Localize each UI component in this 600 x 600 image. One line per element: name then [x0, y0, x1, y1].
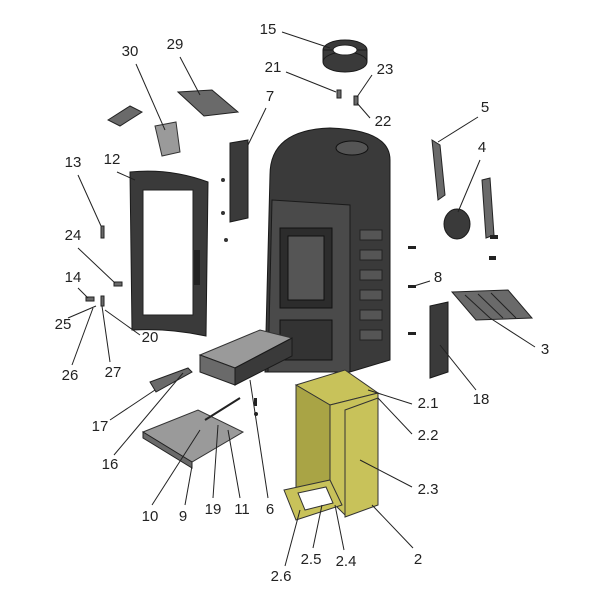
label-20: 20 — [142, 329, 159, 346]
label-2-6: 2.6 — [271, 568, 292, 585]
label-2-1: 2.1 — [418, 395, 439, 412]
part-13-pin — [100, 225, 105, 239]
part-24-pin — [113, 281, 123, 287]
label-13: 13 — [65, 154, 82, 171]
label-15: 15 — [260, 21, 277, 38]
label-29: 29 — [167, 36, 184, 53]
label-7: 7 — [266, 88, 274, 105]
label-21: 21 — [265, 59, 282, 76]
label-2: 2 — [414, 551, 422, 568]
part-30a-bracket — [106, 105, 144, 127]
part-5-strip — [431, 139, 446, 201]
label-9: 9 — [179, 508, 187, 525]
part-22-screw — [353, 95, 359, 106]
part-18-side-plate — [429, 301, 449, 379]
part-10-base-plate — [141, 397, 245, 469]
label-2-4: 2.4 — [336, 553, 357, 570]
label-4: 4 — [478, 139, 486, 156]
label-17: 17 — [92, 418, 109, 435]
part-30-baffle — [154, 121, 181, 157]
part-29-plate — [176, 89, 240, 117]
label-18: 18 — [473, 391, 490, 408]
part-3-grate — [450, 289, 534, 321]
part-7-side-plate — [229, 139, 249, 223]
part-2-side-panel — [344, 397, 379, 518]
label-16: 16 — [102, 456, 119, 473]
label-30: 30 — [122, 43, 139, 60]
label-2-3: 2.3 — [418, 481, 439, 498]
label-26: 26 — [62, 367, 79, 384]
label-5: 5 — [481, 99, 489, 116]
label-24: 24 — [65, 227, 82, 244]
leader-lines — [67, 31, 536, 567]
part-12-door — [129, 170, 209, 337]
label-19: 19 — [205, 501, 222, 518]
label-2-5: 2.5 — [301, 551, 322, 568]
part-14-pin — [85, 296, 95, 302]
part-labels: 15 30 29 21 23 7 22 5 13 12 4 24 8 14 25… — [55, 21, 550, 585]
label-27: 27 — [105, 364, 122, 381]
label-25: 25 — [55, 316, 72, 333]
label-23: 23 — [377, 61, 394, 78]
part-27-pin — [100, 295, 105, 307]
label-2-2: 2.2 — [418, 427, 439, 444]
label-12: 12 — [104, 151, 121, 168]
part-17-lever — [149, 367, 193, 393]
label-6: 6 — [266, 501, 274, 518]
label-8: 8 — [434, 269, 442, 286]
label-10: 10 — [142, 508, 159, 525]
part-2-highlighted-assembly — [283, 369, 380, 521]
part-6-ash-pan — [198, 329, 294, 386]
part-4b-strip — [481, 177, 495, 239]
part-4-disc — [443, 208, 471, 240]
label-14: 14 — [65, 269, 82, 286]
part-15-flue-collar — [322, 39, 368, 73]
label-22: 22 — [375, 113, 392, 130]
label-3: 3 — [541, 341, 549, 358]
label-11: 11 — [234, 501, 250, 518]
stove-body — [264, 127, 391, 373]
part-21-screw — [336, 89, 342, 99]
